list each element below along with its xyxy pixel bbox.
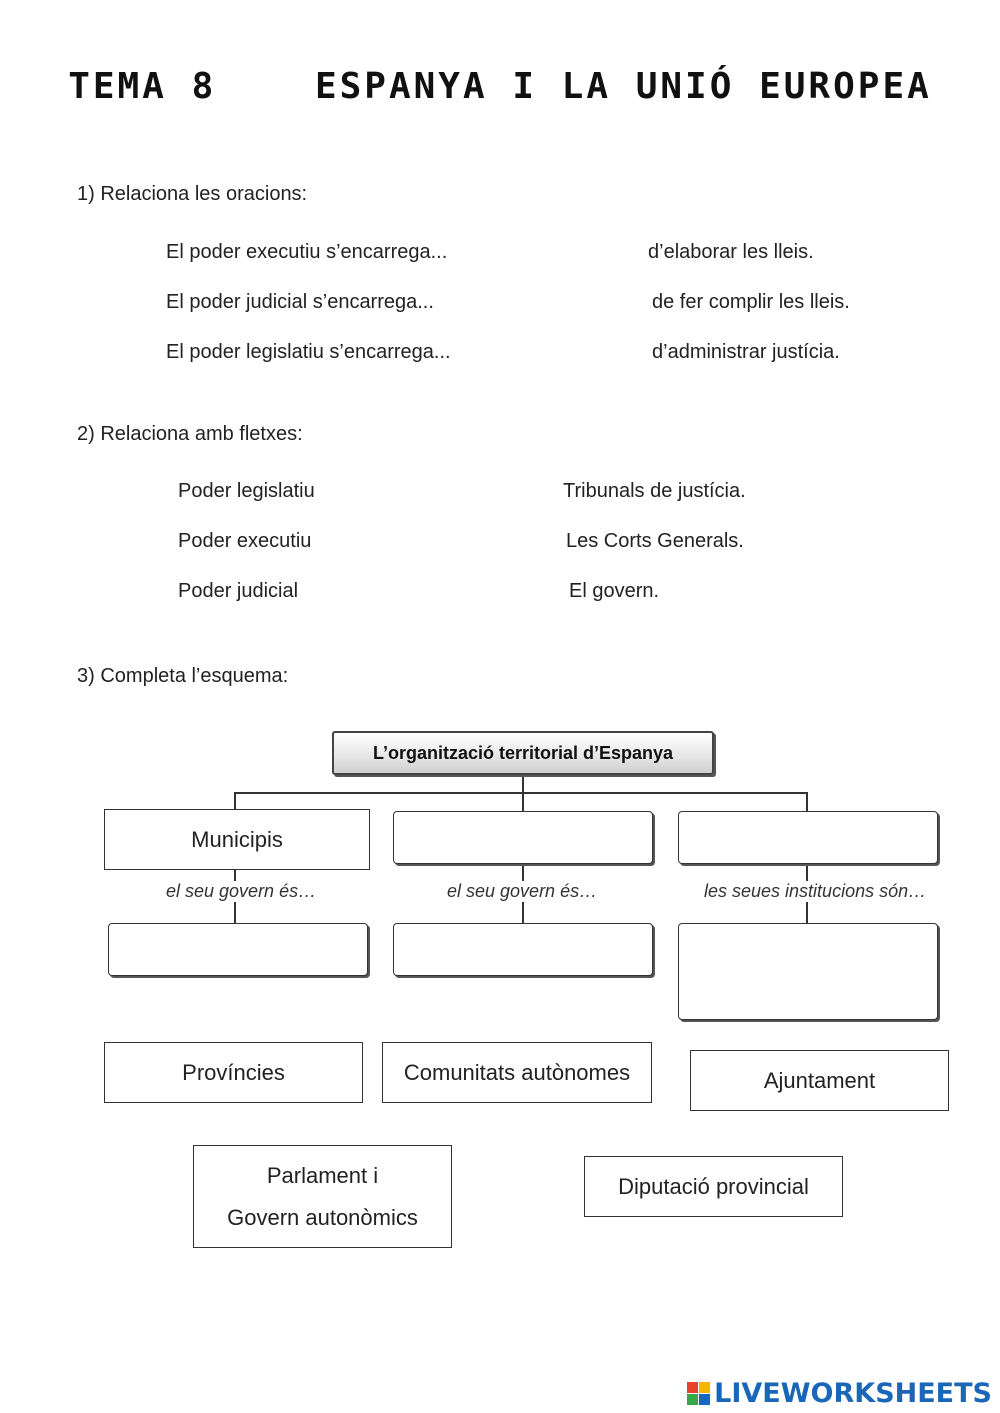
q2-left-item[interactable]: Poder executiu [178,530,312,552]
caption-govern: el seu govern és… [444,881,601,902]
page-title: TEMA 8 ESPANYA I LA UNIÓ EUROPEA [68,66,932,107]
drop-box-institucions[interactable] [678,923,938,1020]
q2-right-item[interactable]: Tribunals de justícia. [563,480,746,502]
q1-left-item[interactable]: El poder legislatiu s’encarrega... [166,341,451,363]
option-ajuntament[interactable]: Ajuntament [690,1050,949,1111]
drop-box-municipis-govern[interactable] [108,923,368,976]
caption-institucions: les seues institucions són… [701,881,930,902]
q1-right-item[interactable]: d’elaborar les lleis. [648,241,814,263]
logo-squares-icon [687,1382,711,1405]
option-diputacio-provincial[interactable]: Diputació provincial [584,1156,843,1217]
option-provincies[interactable]: Províncies [104,1042,363,1103]
connector-line [234,792,808,794]
q1-left-item[interactable]: El poder executiu s’encarrega... [166,241,448,263]
logo-square [687,1382,699,1393]
logo-square [699,1382,711,1393]
municipis-box: Municipis [104,809,370,870]
drop-box-institutions-level[interactable] [678,811,938,864]
connector-line [522,775,524,813]
q1-right-item[interactable]: d’administrar justícia. [652,341,840,363]
option-parlament-govern[interactable]: Parlament i Govern autonòmics [193,1145,452,1248]
scheme-header: L’organització territorial d’Espanya [332,731,714,775]
q1-left-item[interactable]: El poder judicial s’encarrega... [166,291,434,313]
q2-right-item[interactable]: El govern. [569,580,660,602]
connector-line [234,792,236,810]
brand-text: LIVEWORKSHEETS [714,1378,992,1409]
liveworksheets-logo: LIVEWORKSHEETS [687,1378,992,1409]
option-text-line: Govern autonòmics [227,1204,418,1230]
connector-line [806,792,808,812]
drop-box-comunitats[interactable] [393,811,653,864]
logo-square [687,1394,699,1405]
q1-right-item[interactable]: de fer complir les lleis. [652,291,850,313]
q2-right-item[interactable]: Les Corts Generals. [566,530,744,552]
question-2-label: 2) Relaciona amb fletxes: [77,423,303,445]
q2-left-item[interactable]: Poder judicial [178,580,299,602]
caption-govern: el seu govern és… [163,881,320,902]
logo-square [699,1394,711,1405]
drop-box-second-govern[interactable] [393,923,653,976]
option-comunitats-autonomes[interactable]: Comunitats autònomes [382,1042,652,1103]
question-1-label: 1) Relaciona les oracions: [77,183,308,205]
question-3-label: 3) Completa l’esquema: [77,665,289,687]
option-text-line: Parlament i [266,1162,379,1188]
q2-left-item[interactable]: Poder legislatiu [178,480,315,502]
